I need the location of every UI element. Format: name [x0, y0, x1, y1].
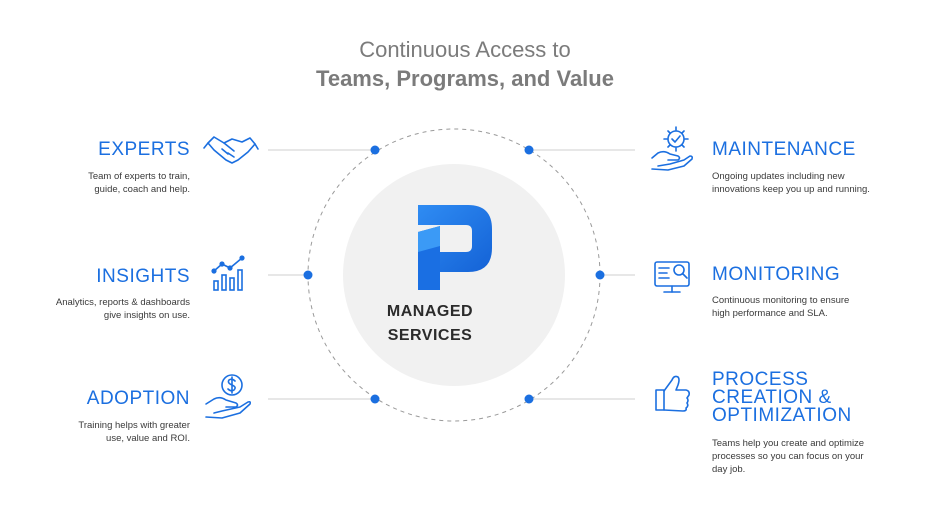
- heading-process-line-2: CREATION &: [712, 387, 832, 408]
- heading-insights: INSIGHTS: [96, 266, 190, 287]
- center-label-line-1: MANAGED: [386, 303, 474, 320]
- node-dot-adoption: [370, 394, 380, 404]
- hand-gear-icon: [651, 126, 694, 171]
- heading-process-line-1: PROCESS: [712, 369, 809, 390]
- hand-dollar-icon: [205, 374, 252, 419]
- desc-experts-line-2: guide, coach and help.: [94, 184, 190, 195]
- heading-process-line-3: OPTIMIZATION: [712, 405, 852, 426]
- center-label-line-2: SERVICES: [387, 327, 473, 344]
- node-dot-process: [524, 394, 534, 404]
- desc-process: Teams help you create and optimize proce…: [712, 437, 922, 476]
- desc-monitoring-line-2: high performance and SLA.: [712, 308, 828, 319]
- desc-adoption-line-1: Training helps with greater: [78, 420, 190, 431]
- inner-circle: [343, 164, 565, 386]
- heading-maintenance: MAINTENANCE: [712, 139, 856, 160]
- desc-adoption: Training helps with greater use, value a…: [40, 419, 190, 445]
- handshake-icon: [203, 136, 259, 164]
- desc-insights-line-2: give insights on use.: [103, 310, 190, 321]
- node-dot-maintenance: [524, 145, 534, 155]
- desc-insights-line-1: Analytics, reports & dashboards: [55, 297, 190, 308]
- node-dot-monitoring: [595, 270, 605, 280]
- desc-monitoring-line-1: Continuous monitoring to ensure: [712, 295, 850, 306]
- heading-process: PROCESS CREATION & OPTIMIZATION: [712, 369, 922, 426]
- diagram-title: Continuous Access to Teams, Programs, an…: [0, 36, 930, 94]
- managed-services-logo: [418, 205, 492, 290]
- desc-insights: Analytics, reports & dashboards give ins…: [20, 296, 190, 322]
- desc-monitoring: Continuous monitoring to ensure high per…: [712, 294, 922, 320]
- heading-adoption: ADOPTION: [86, 388, 190, 409]
- desc-maintenance: Ongoing updates including new innovation…: [712, 170, 922, 196]
- desc-experts-line-1: Team of experts to train,: [88, 171, 190, 182]
- desc-process-line-2: processes so you can focus on your: [712, 451, 864, 462]
- desc-adoption-line-2: use, value and ROI.: [106, 433, 190, 444]
- title-line-1: Continuous Access to: [359, 37, 571, 62]
- node-dot-experts: [370, 145, 380, 155]
- thumbs-up-icon: [655, 375, 690, 412]
- bar-chart-icon: [211, 255, 245, 291]
- monitor-search-icon: [654, 261, 690, 293]
- heading-experts: EXPERTS: [98, 139, 190, 160]
- desc-maintenance-line-2: innovations keep you up and running.: [712, 184, 870, 195]
- desc-process-line-1: Teams help you create and optimize: [712, 438, 865, 449]
- heading-monitoring: MONITORING: [712, 264, 841, 285]
- title-line-2: Teams, Programs, and Value: [316, 66, 614, 91]
- center-label: MANAGED SERVICES: [365, 300, 495, 348]
- desc-maintenance-line-1: Ongoing updates including new: [712, 171, 845, 182]
- node-dot-insights: [303, 270, 313, 280]
- desc-experts: Team of experts to train, guide, coach a…: [40, 170, 190, 196]
- desc-process-line-3: day job.: [712, 464, 746, 475]
